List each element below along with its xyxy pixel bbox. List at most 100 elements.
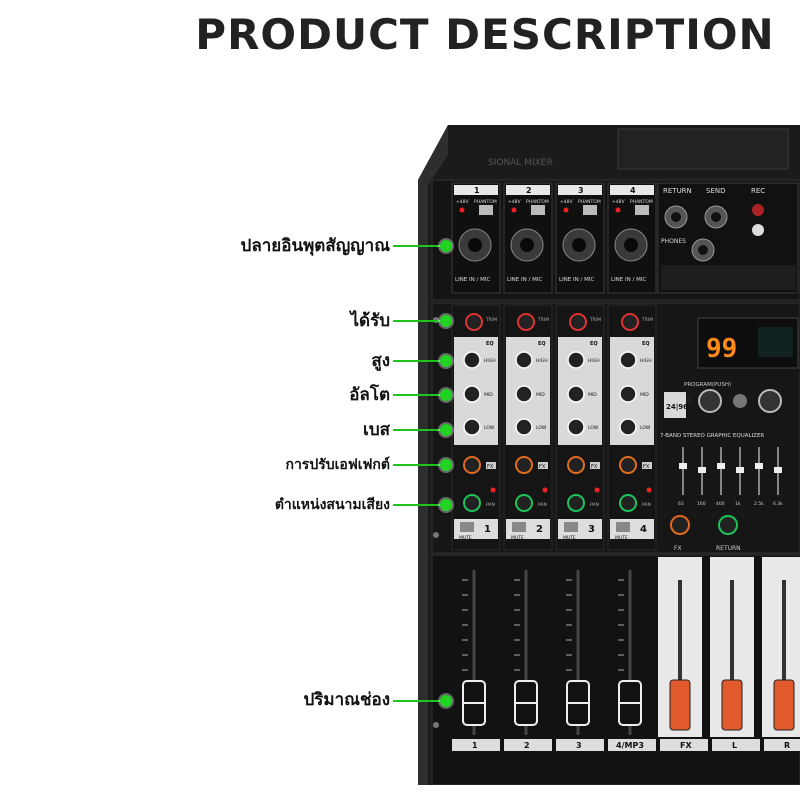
mid-eq-knob[interactable] (463, 385, 481, 403)
mid-eq-knob[interactable] (515, 385, 533, 403)
geq-slider[interactable] (774, 467, 782, 473)
low-eq-knob[interactable] (567, 418, 585, 436)
trim-label: TRIM (589, 317, 601, 323)
fader-label: 2 (524, 741, 530, 750)
pan-label: PAN (590, 502, 599, 508)
trim-knob[interactable] (517, 313, 535, 331)
pan-label: PAN (486, 502, 495, 508)
channel-number-bg (558, 185, 602, 195)
callout-line (393, 320, 445, 322)
peak-led (490, 487, 496, 493)
pan-knob[interactable] (619, 494, 637, 512)
geq-slider[interactable] (698, 467, 706, 473)
channel-number-bg (610, 185, 654, 195)
geq-slider[interactable] (736, 467, 744, 473)
bit-badge-text: 24|96 (666, 403, 688, 412)
line-in-mic-label: LINE IN / MIC (611, 277, 646, 283)
trim-knob[interactable] (621, 313, 639, 331)
high-eq-knob[interactable] (463, 351, 481, 369)
fader-label: 3 (576, 741, 582, 750)
phantom-48v-label: +48V (560, 199, 573, 205)
phantom-switch[interactable] (531, 205, 545, 215)
fader-label-bg (712, 739, 760, 751)
jack-hole (572, 238, 586, 252)
pan-knob[interactable] (463, 494, 481, 512)
mute-button[interactable] (616, 522, 630, 532)
low-eq-knob[interactable] (463, 418, 481, 436)
low-eq-label: LOW (484, 425, 495, 431)
mute-channel-number: 2 (536, 524, 543, 535)
low-eq-label: LOW (588, 425, 599, 431)
mid-eq-knob[interactable] (619, 385, 637, 403)
callout-dot (440, 424, 452, 436)
geq-frequency: 6.3k (773, 501, 783, 507)
phantom-switch[interactable] (635, 205, 649, 215)
phantom-48v-label: +48V (508, 199, 521, 205)
return-label: RETURN (663, 187, 692, 195)
mid-eq-label: MID (640, 392, 649, 398)
master-fader-cap[interactable] (773, 679, 795, 731)
mute-label: MUTE (459, 535, 472, 541)
callout-effect: การปรับเอฟเฟกต์ (285, 457, 390, 473)
geq-frequency: 2.5k (754, 501, 764, 507)
mute-button[interactable] (460, 522, 474, 532)
pan-knob[interactable] (567, 494, 585, 512)
mute-label: MUTE (615, 535, 628, 541)
phantom-label: PHANTOM (526, 199, 549, 205)
phantom-switch[interactable] (479, 205, 493, 215)
high-eq-knob[interactable] (567, 351, 585, 369)
mixer-illustration: SIONAL MIXER 1 +48V PHANTOM LINE IN / MIC 2 +… (418, 125, 800, 785)
fx-tag (486, 462, 496, 469)
fx-knob[interactable] (567, 456, 585, 474)
low-eq-knob[interactable] (515, 418, 533, 436)
fx-knob-label: FX (674, 545, 682, 552)
trim-knob[interactable] (465, 313, 483, 331)
mid-eq-label: MID (536, 392, 545, 398)
mute-button[interactable] (564, 522, 578, 532)
callout-dot (440, 499, 452, 511)
channel-number: 1 (474, 186, 480, 195)
high-eq-knob[interactable] (515, 351, 533, 369)
mid-eq-label: MID (484, 392, 493, 398)
callout-line (393, 245, 445, 247)
phantom-label: PHANTOM (630, 199, 653, 205)
master-fader-cap[interactable] (669, 679, 691, 731)
effect-display: 99 (706, 334, 737, 364)
callout-line (393, 464, 445, 466)
fader-label-bg (608, 739, 656, 751)
fader-label-bg (764, 739, 800, 751)
geq-slider[interactable] (679, 463, 687, 469)
fader-label-bg (660, 739, 708, 751)
phantom-switch[interactable] (583, 205, 597, 215)
trim-knob[interactable] (569, 313, 587, 331)
mute-button[interactable] (512, 522, 526, 532)
eq-label: EQ (590, 341, 598, 347)
line-in-mic-label: LINE IN / MIC (455, 277, 490, 283)
svg-text:SIONAL MIXER: SIONAL MIXER (488, 158, 553, 168)
geq-slider[interactable] (755, 463, 763, 469)
callout-high: สูง (371, 351, 390, 371)
pan-knob[interactable] (515, 494, 533, 512)
callout-dot (440, 355, 452, 367)
fx-tag (538, 462, 548, 469)
low-eq-label: LOW (640, 425, 651, 431)
fx-knob[interactable] (515, 456, 533, 474)
channel-number-bg (506, 185, 550, 195)
fx-knob[interactable] (463, 456, 481, 474)
page-title: PRODUCT DESCRIPTION (195, 10, 775, 59)
fx-tag (590, 462, 600, 469)
phones-label: PHONES (661, 238, 686, 245)
phantom-led (615, 207, 621, 213)
callout-line (393, 504, 445, 506)
fader-label-bg (556, 739, 604, 751)
master-fader-cap[interactable] (721, 679, 743, 731)
callout-pan: ตำแหน่งสนามเสียง (274, 497, 390, 513)
mid-eq-knob[interactable] (567, 385, 585, 403)
low-eq-knob[interactable] (619, 418, 637, 436)
fx-knob[interactable] (619, 456, 637, 474)
fx-tag (642, 462, 652, 469)
geq-slider[interactable] (717, 463, 725, 469)
high-eq-knob[interactable] (619, 351, 637, 369)
mute-channel-number: 4 (640, 524, 647, 535)
peak-led (646, 487, 652, 493)
